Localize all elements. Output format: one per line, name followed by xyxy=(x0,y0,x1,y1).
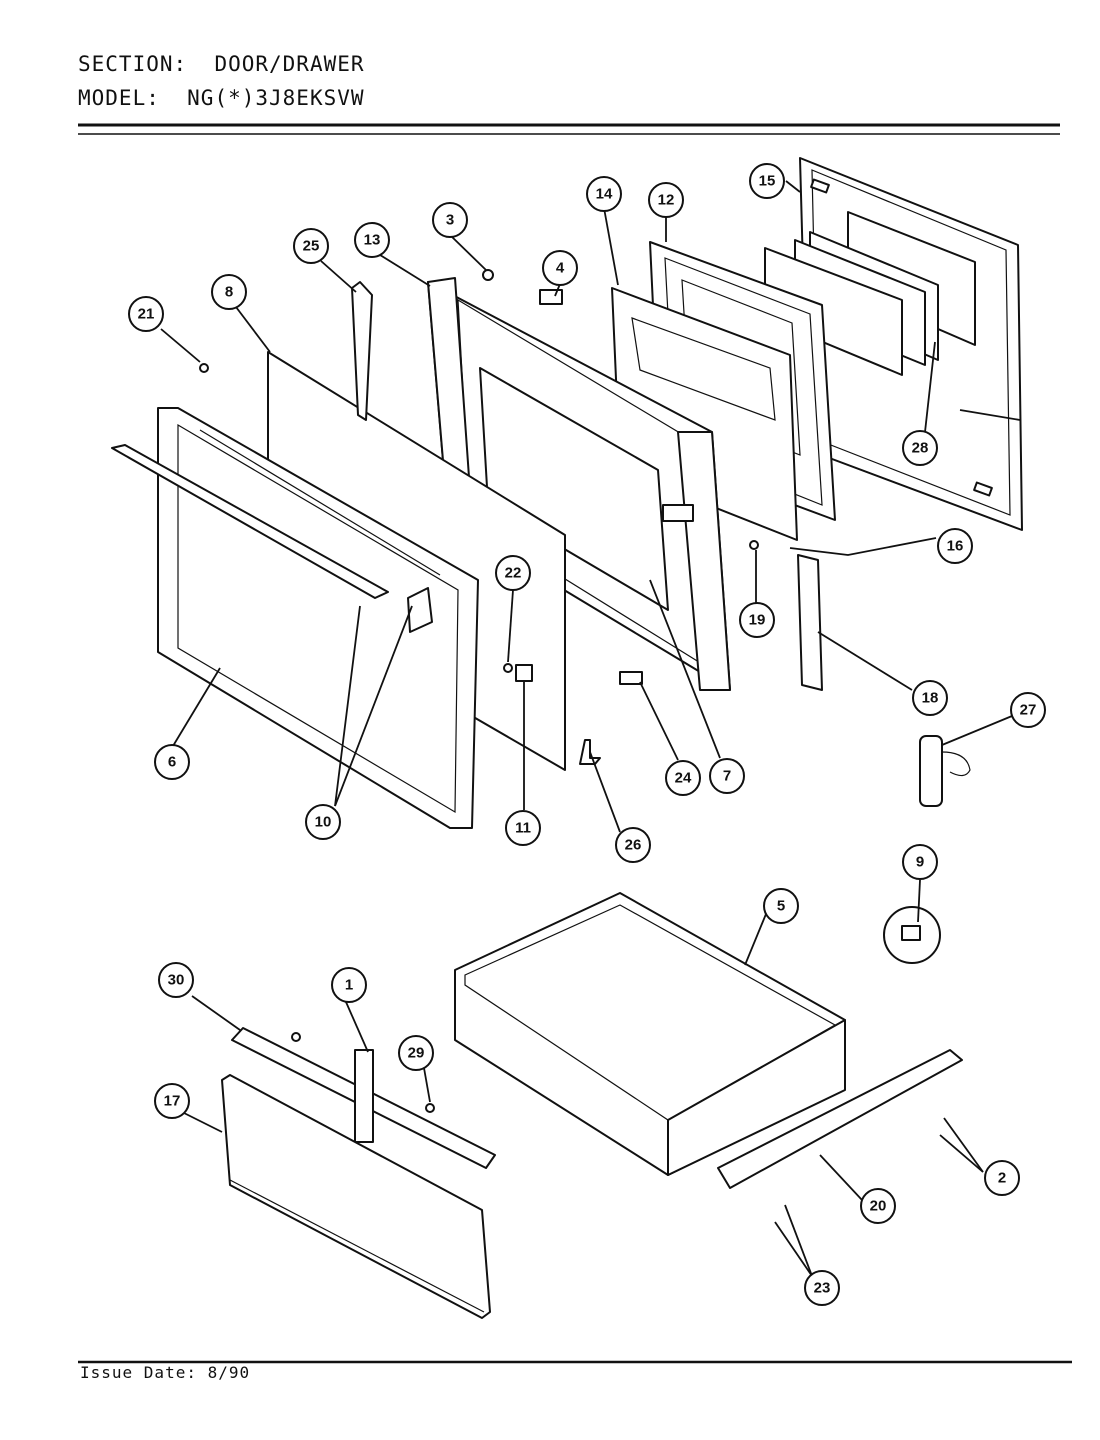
svg-text:13: 13 xyxy=(364,232,381,249)
callout-13: 13 xyxy=(354,222,390,258)
door-handle xyxy=(111,444,389,599)
svg-text:27: 27 xyxy=(1020,702,1037,719)
callout-4: 4 xyxy=(542,250,578,286)
callout-16: 16 xyxy=(937,528,973,564)
model-value: NG(*)3J8EKSVW xyxy=(187,86,365,110)
svg-text:25: 25 xyxy=(303,238,320,255)
section-value: DOOR/DRAWER xyxy=(214,52,365,76)
svg-text:24: 24 xyxy=(675,770,692,787)
drawer-bracket xyxy=(354,1049,374,1143)
model-line: MODEL: NG(*)3J8EKSVW xyxy=(78,86,365,110)
drawer-rail xyxy=(717,1049,963,1189)
drawer-body xyxy=(454,892,846,1176)
callout-1: 1 xyxy=(331,967,367,1003)
callout-19: 19 xyxy=(739,602,775,638)
callout-7: 7 xyxy=(709,758,745,794)
svg-text:20: 20 xyxy=(870,1198,887,1215)
handle-bracket xyxy=(407,587,433,633)
screw-drawer xyxy=(291,1032,301,1042)
callout-8: 8 xyxy=(211,274,247,310)
detail-circle xyxy=(883,906,941,964)
svg-text:18: 18 xyxy=(922,690,939,707)
callout-3: 3 xyxy=(432,202,468,238)
callout-14: 14 xyxy=(586,176,622,212)
svg-text:3: 3 xyxy=(446,212,454,229)
callout-15: 15 xyxy=(749,163,785,199)
callout-9: 9 xyxy=(902,844,938,880)
section-label: SECTION: xyxy=(78,52,188,76)
callout-11: 11 xyxy=(505,810,541,846)
callout-18: 18 xyxy=(912,680,948,716)
model-label: MODEL: xyxy=(78,86,160,110)
svg-text:29: 29 xyxy=(408,1045,425,1062)
svg-text:28: 28 xyxy=(912,440,929,457)
callout-25: 25 xyxy=(293,228,329,264)
svg-text:23: 23 xyxy=(814,1280,831,1297)
trim-strip xyxy=(351,281,373,421)
callout-23: 23 xyxy=(804,1270,840,1306)
screw-22 xyxy=(503,663,513,673)
screw-21 xyxy=(199,363,209,373)
callout-17: 17 xyxy=(154,1083,190,1119)
callout-30: 30 xyxy=(158,962,194,998)
svg-text:17: 17 xyxy=(164,1093,181,1110)
callout-29: 29 xyxy=(398,1035,434,1071)
spacer-24 xyxy=(619,671,643,685)
svg-text:7: 7 xyxy=(723,768,731,785)
callout-24: 24 xyxy=(665,760,701,796)
callout-26: 26 xyxy=(615,827,651,863)
svg-text:15: 15 xyxy=(759,173,776,190)
hinge-receptacle xyxy=(919,735,971,807)
callout-28: 28 xyxy=(902,430,938,466)
issue-date: Issue Date: 8/90 xyxy=(80,1363,251,1382)
svg-text:30: 30 xyxy=(168,972,185,989)
svg-text:26: 26 xyxy=(625,837,642,854)
svg-text:14: 14 xyxy=(596,186,613,203)
svg-text:6: 6 xyxy=(168,754,176,771)
svg-text:4: 4 xyxy=(556,260,565,277)
callout-6: 6 xyxy=(154,744,190,780)
callout-12: 12 xyxy=(648,182,684,218)
hinge-bracket xyxy=(539,289,563,305)
drawer-front-panel xyxy=(221,1074,491,1319)
svg-text:19: 19 xyxy=(749,612,766,629)
callout-5: 5 xyxy=(763,888,799,924)
latch-block xyxy=(515,664,533,682)
svg-text:1: 1 xyxy=(345,977,353,994)
screw-29 xyxy=(425,1103,435,1113)
svg-text:22: 22 xyxy=(505,565,522,582)
svg-text:10: 10 xyxy=(315,814,332,831)
svg-text:2: 2 xyxy=(998,1170,1006,1187)
door-glass-set xyxy=(764,211,976,376)
callout-22: 22 xyxy=(495,555,531,591)
section-line: SECTION: DOOR/DRAWER xyxy=(78,52,365,76)
svg-text:5: 5 xyxy=(777,898,785,915)
callout-27: 27 xyxy=(1010,692,1046,728)
leader-lines xyxy=(160,180,1021,1277)
door-hinge xyxy=(797,554,823,691)
svg-text:9: 9 xyxy=(916,854,924,871)
svg-text:16: 16 xyxy=(947,538,964,555)
callout-2: 2 xyxy=(984,1160,1020,1196)
door-frame xyxy=(427,277,731,691)
screw-3 xyxy=(482,269,494,281)
callout-21: 21 xyxy=(128,296,164,332)
screw-19 xyxy=(749,540,759,550)
svg-text:12: 12 xyxy=(658,192,675,209)
svg-text:8: 8 xyxy=(225,284,233,301)
callout-10: 10 xyxy=(305,804,341,840)
callout-20: 20 xyxy=(860,1188,896,1224)
svg-text:21: 21 xyxy=(138,306,155,323)
svg-text:11: 11 xyxy=(515,820,531,837)
